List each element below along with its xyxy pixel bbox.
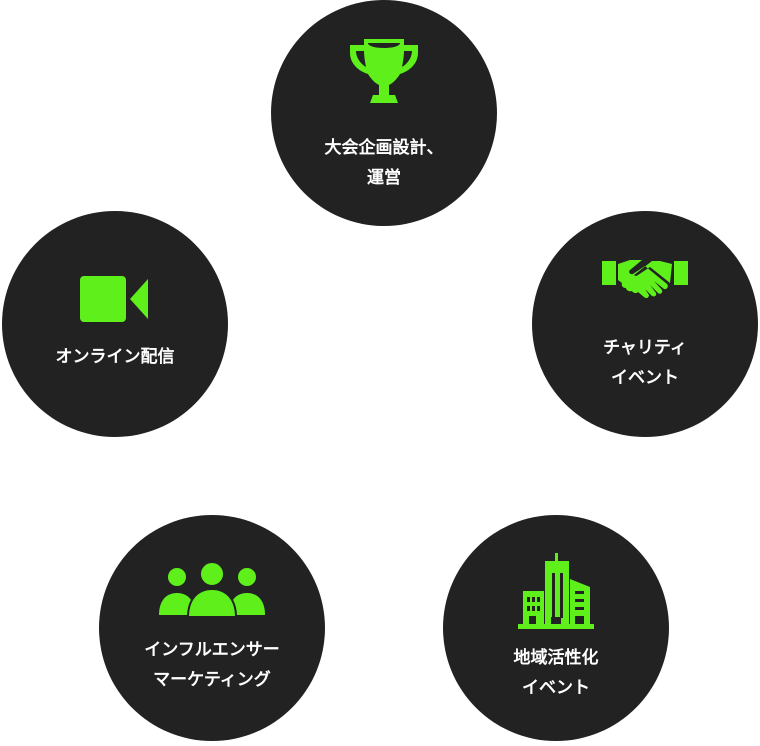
service-regional: 地域活性化イベント: [443, 515, 669, 741]
people-icon: [159, 561, 265, 617]
service-charity: チャリティイベント: [532, 211, 758, 437]
service-label: チャリティイベント: [603, 338, 687, 388]
service-label: 地域活性化イベント: [513, 648, 599, 698]
service-influencer: インフルエンサーマーケティング: [99, 515, 325, 741]
trophy-icon: [350, 39, 418, 103]
service-streaming: オンライン配信: [2, 211, 228, 437]
buildings-icon: [518, 553, 594, 629]
service-tournament: 大会企画設計、運営: [271, 0, 497, 226]
service-label: 大会企画設計、運営: [324, 138, 444, 188]
service-label: インフルエンサーマーケティング: [144, 640, 280, 690]
service-label: オンライン配信: [55, 347, 175, 367]
video-camera-icon: [80, 276, 148, 322]
handshake-icon: [602, 260, 688, 299]
